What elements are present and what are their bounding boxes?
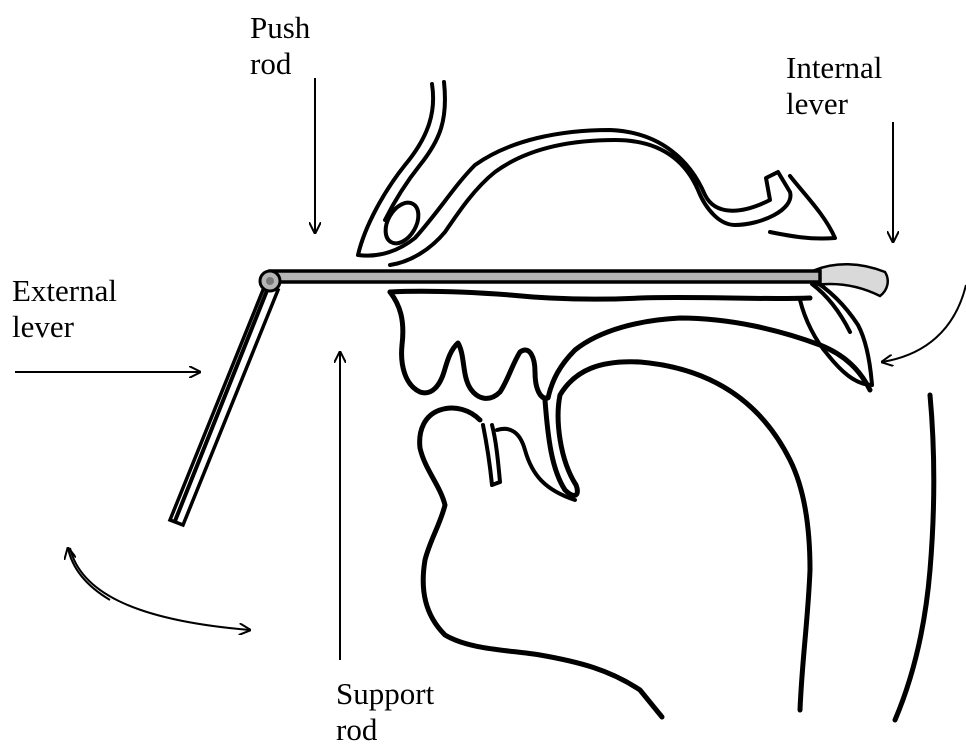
external-lever-label: External lever [12, 273, 117, 345]
palate-outline [358, 82, 835, 265]
tongue-outline [390, 291, 870, 398]
support-rod-label: Support rod [336, 676, 434, 748]
horizontal-rod [270, 271, 820, 282]
lever-swing-arrow [68, 548, 250, 630]
internal-lever-label: Internal lever [786, 50, 882, 122]
blade-rotation-arrow [882, 285, 966, 362]
push-rod-label: Push rod [250, 10, 310, 82]
pharynx-outline [420, 362, 934, 720]
external-lever [170, 271, 280, 525]
